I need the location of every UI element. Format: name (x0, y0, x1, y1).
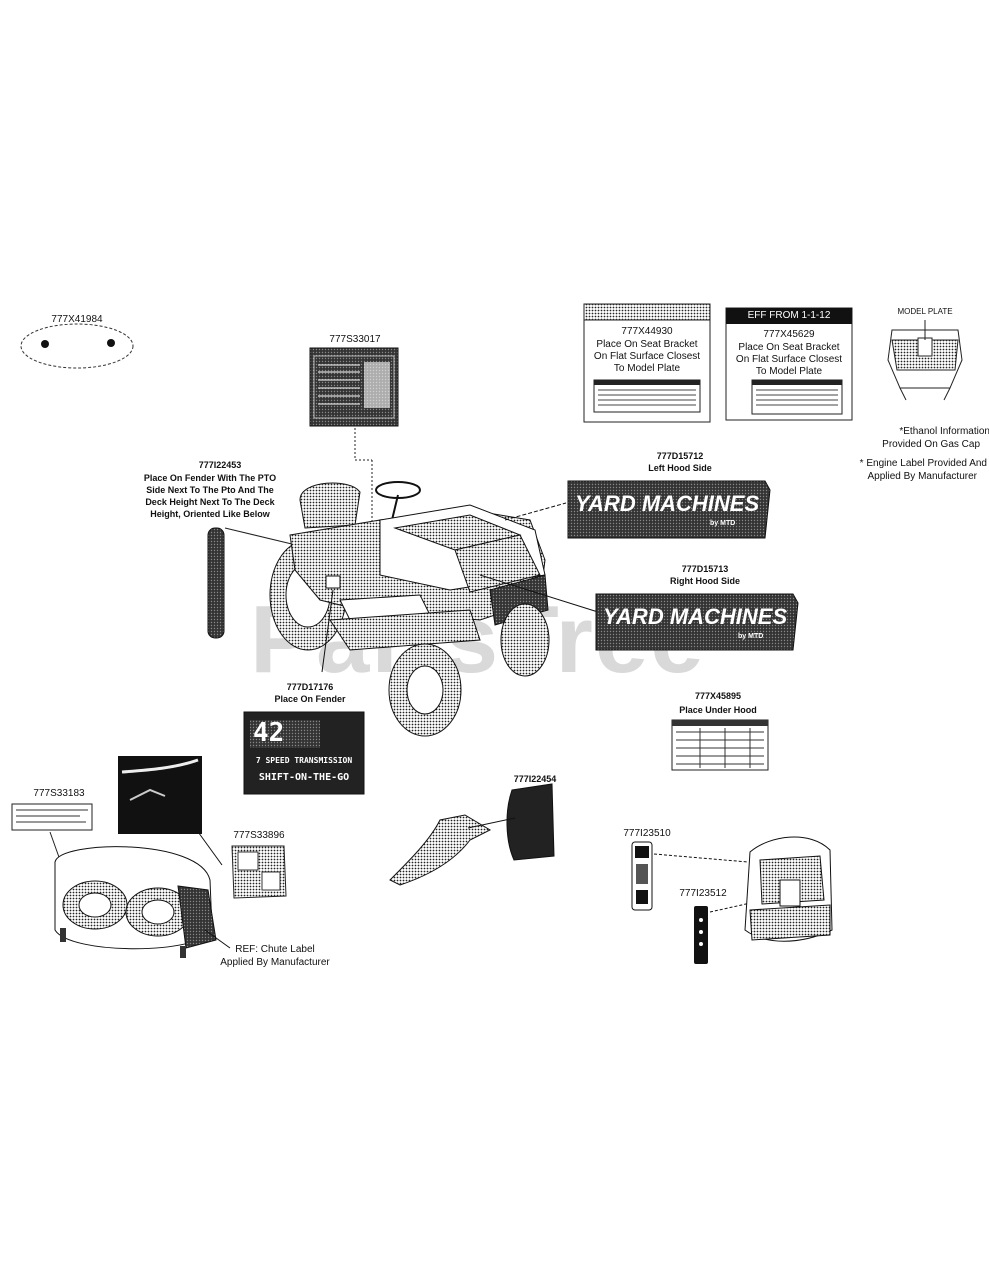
part-number-777s33017: 777S33017 (329, 334, 381, 345)
fender-decal-42: 42 (253, 718, 285, 748)
ethanol-note-line1: *Ethanol Information (899, 426, 989, 437)
part-number-777d15713: 777D15713 (681, 564, 729, 574)
model-plate-label: MODEL PLATE (897, 307, 953, 316)
instruction-777x45629-line1: Place On Seat Bracket (738, 342, 840, 353)
decal-777x41984 (20, 323, 134, 369)
decal-777i22453 (207, 527, 297, 639)
decal-777i23510 (631, 841, 749, 911)
decal-777d17176 (243, 711, 365, 795)
instruction-777x45629-line2: On Flat Surface Closest (735, 354, 843, 365)
location-777d15713: Right Hood Side (670, 576, 740, 586)
instruction-777i22453-line3: Deck Height Next To The Deck (145, 497, 275, 507)
model-plate-bracket (887, 320, 963, 401)
lawn-tractor-illustration (269, 481, 599, 737)
part-number-777i22453: 777I22453 (198, 460, 242, 470)
part-number-777x45629: 777X45629 (763, 329, 815, 340)
location-777d17176: Place On Fender (274, 694, 346, 704)
decal-777d15713 (595, 593, 799, 651)
decal-777x44930 (583, 303, 711, 423)
part-number-777d17176: 777D17176 (286, 682, 334, 692)
instruction-777i22453-line4: Height, Oriented Like Below (150, 509, 270, 519)
decal-777i22454 (389, 783, 555, 886)
part-number-777x45895: 777X45895 (694, 691, 742, 701)
mower-deck-illustration (54, 846, 231, 958)
effective-date-header: EFF FROM 1-1-12 (747, 310, 831, 321)
instruction-777i22453-line2: Side Next To The Pto And The (146, 485, 274, 495)
decal-777x45629 (725, 307, 853, 421)
part-number-777i23510: 777I23510 (623, 828, 671, 839)
part-number-777s33183: 777S33183 (33, 788, 85, 799)
location-777x45895: Place Under Hood (679, 705, 757, 715)
decal-777d15712 (567, 480, 771, 539)
instruction-777x44930-line2: On Flat Surface Closest (593, 351, 701, 362)
yard-machines-right-decal-text: YARD MACHINES (603, 604, 788, 629)
instruction-777x44930-line1: Place On Seat Bracket (596, 339, 698, 350)
location-777d15712: Left Hood Side (648, 463, 712, 473)
engine-note-line2: Applied By Manufacturer (867, 471, 977, 482)
instruction-777x45629-line3: To Model Plate (755, 366, 823, 377)
chute-note-line1: REF: Chute Label (235, 944, 315, 955)
decal-777s33017 (309, 347, 399, 585)
yard-machines-left-decal-text: YARD MACHINES (575, 491, 760, 516)
instruction-777i22453-line1: Place On Fender With The PTO (143, 473, 277, 483)
part-number-777i23512: 777I23512 (679, 888, 727, 899)
decal-777i23512 (694, 901, 756, 964)
part-number-777d15712: 777D15712 (656, 451, 704, 461)
part-number-777s33896: 777S33896 (233, 830, 285, 841)
ethanol-note-line2: Provided On Gas Cap (882, 439, 980, 450)
chute-note-line2: Applied By Manufacturer (220, 957, 330, 968)
part-number-777x41984: 777X41984 (51, 314, 103, 325)
decal-777x45895 (671, 719, 769, 771)
dash-illustration (744, 836, 833, 942)
decal-777s33896 (231, 845, 287, 899)
part-number-777x44930: 777X44930 (621, 326, 673, 337)
fender-decal-shift: SHIFT-ON-THE-GO (258, 772, 350, 783)
photo-inset (118, 756, 223, 866)
yard-machines-right-decal-sub: by MTD (738, 633, 764, 640)
yard-machines-left-decal-sub: by MTD (710, 520, 736, 527)
decal-777s33183 (11, 803, 93, 861)
part-number-777i22454: 777I22454 (513, 774, 557, 784)
engine-note-line1: * Engine Label Provided And (859, 458, 987, 469)
instruction-777x44930-line3: To Model Plate (613, 363, 681, 374)
fender-decal-speed: 7 SPEED TRANSMISSION (255, 756, 353, 765)
